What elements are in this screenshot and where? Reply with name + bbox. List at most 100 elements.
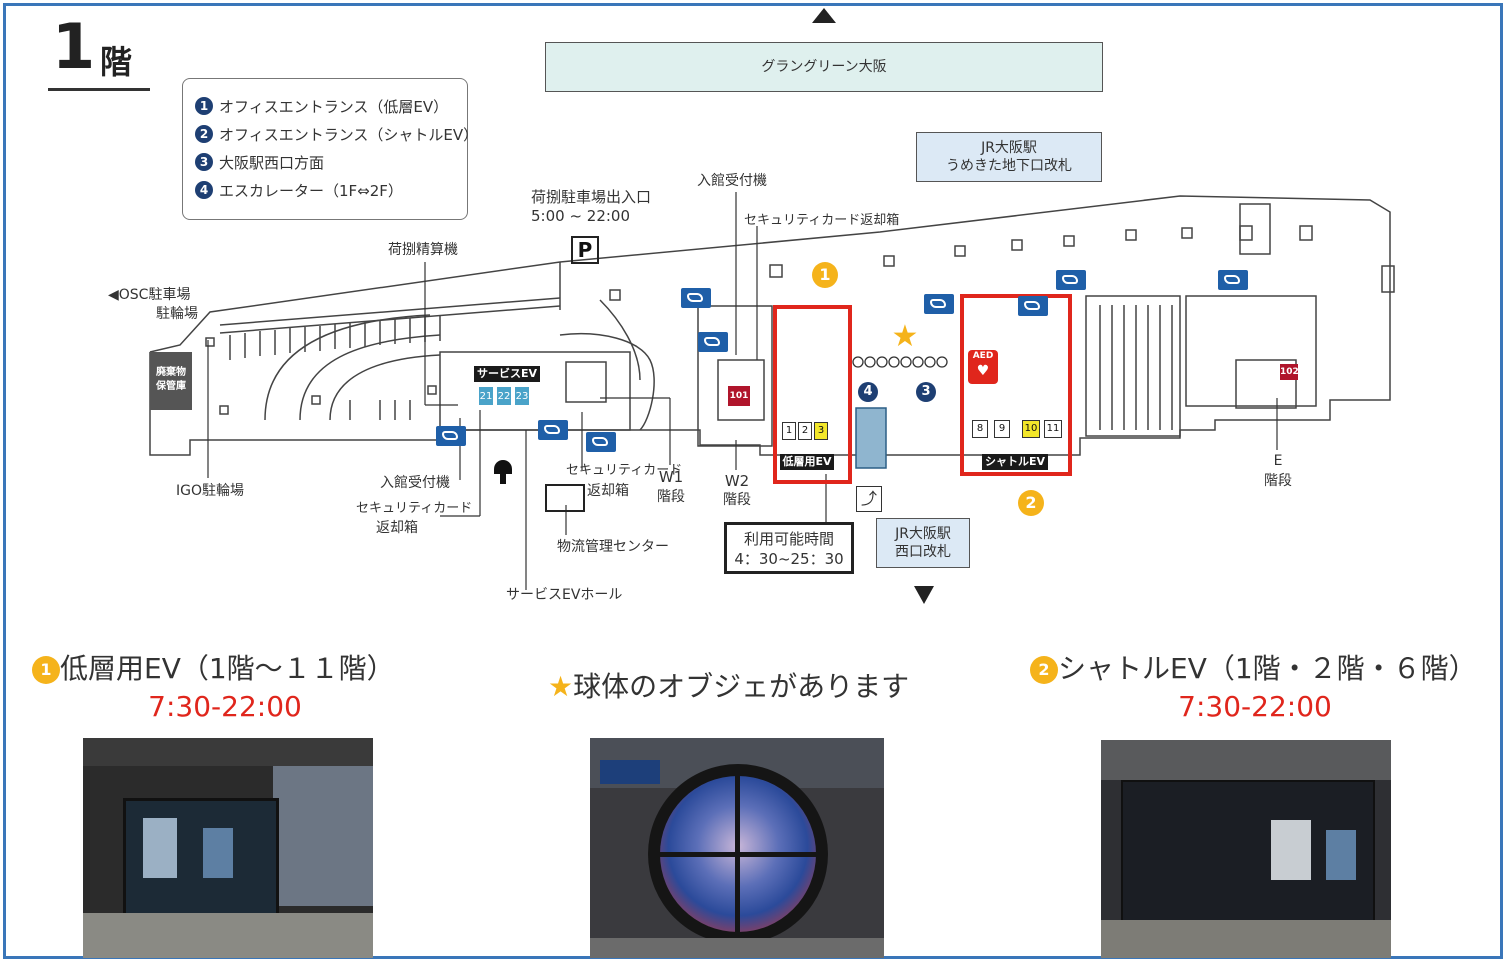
w1-label: W1 <box>658 468 684 486</box>
jr-west-gate-line1: JR大阪駅 <box>895 526 951 542</box>
legend-text-4: エスカレーター（1F⇔2F） <box>219 182 403 200</box>
waste-storage-line1: 廃棄物 <box>156 367 186 378</box>
section-low-ev-badge: 1 <box>32 656 60 684</box>
floor-unit: 階 <box>100 43 133 81</box>
legend-badge-3: 3 <box>195 153 213 171</box>
low-ev-3: 3 <box>814 422 828 440</box>
security-return-left-line1: セキュリティカード <box>356 501 473 516</box>
logistics-center-label: 物流管理センター <box>557 539 669 555</box>
waste-storage: 廃棄物 保管庫 <box>150 352 192 410</box>
legend-item-2: 2 オフィスエントランス（シャトルEV） <box>195 121 478 149</box>
section-orb-star-icon: ★ <box>548 670 574 703</box>
accessible-toilet-icon <box>436 426 466 446</box>
service-ev-22: 22 <box>496 386 512 406</box>
available-hours-box: 利用可能時間 4：30~25：30 <box>724 522 854 574</box>
section-low-ev-hours: 7:30-22:00 <box>148 690 302 723</box>
jr-underground-gate-line1: JR大阪駅 <box>981 140 1037 156</box>
w1-stairs-label: 階段 <box>657 489 685 505</box>
aed-icon: AED♥ <box>968 350 998 384</box>
jr-underground-gate-line2: うめきた地下口改札 <box>946 158 1072 174</box>
marker-4: 4 <box>858 382 878 402</box>
right-core-2 <box>1185 295 1317 407</box>
service-ev-21: 21 <box>478 386 494 406</box>
service-stair <box>565 361 607 403</box>
low-ev-bar: 低層用EV <box>780 454 834 470</box>
floor-plan: ★ <box>149 192 1395 604</box>
road-line-1 <box>219 297 561 326</box>
legend-text-1: オフィスエントランス（低層EV） <box>219 98 449 116</box>
ev-102: 102 <box>1280 364 1299 380</box>
low-ev-1: 1 <box>782 422 796 440</box>
accessible-toilet-icon <box>698 332 728 352</box>
accessible-toilet-icon <box>538 420 568 440</box>
shuttle-ev-highlight <box>960 294 1072 476</box>
legend-badge-1: 1 <box>195 97 213 115</box>
parking-entrance-title: 荷捌駐車場出入口 <box>531 188 652 206</box>
legend-badge-4: 4 <box>195 181 213 199</box>
road-curve-1 <box>299 334 441 421</box>
service-ev-23: 23 <box>514 386 530 406</box>
low-ev-highlight <box>773 305 852 484</box>
stair-lines <box>1099 305 1173 430</box>
section-shuttle-ev-hours: 7:30-22:00 <box>1178 690 1332 723</box>
entry-reception-top-label: 入館受付機 <box>697 173 767 189</box>
road-curve-2 <box>329 354 441 421</box>
shuttle-ev-9: 9 <box>994 420 1010 438</box>
road-curve-3 <box>264 314 431 421</box>
logistics-box <box>545 484 585 512</box>
road-curve-4 <box>559 332 655 431</box>
waste-storage-line2: 保管庫 <box>156 381 186 392</box>
low-ev-entrance-photo <box>83 738 373 958</box>
legend-text-2: オフィスエントランス（シャトルEV） <box>219 126 479 144</box>
accessible-toilet-icon <box>1018 296 1048 316</box>
legend-item-4: 4 エスカレーター（1F⇔2F） <box>195 177 467 205</box>
service-ev-hall-label: サービスEVホール <box>506 587 623 603</box>
available-hours-title: 利用可能時間 <box>743 530 834 548</box>
building-outline <box>149 195 1391 456</box>
section-orb-title: ★球体のオブジェがあります <box>548 670 909 704</box>
shuttle-ev-bar: シャトルEV <box>982 454 1048 470</box>
marker-2: 2 <box>1018 490 1044 516</box>
shuttle-ev-11: 11 <box>1044 420 1062 438</box>
service-core <box>439 351 631 431</box>
right-core-1 <box>1085 295 1181 437</box>
available-hours-value: 4：30~25：30 <box>734 550 844 568</box>
marker-1: 1 <box>812 262 838 288</box>
service-ev-bar: サービスEV <box>474 366 540 382</box>
legend-badge-2: 2 <box>195 125 213 143</box>
accessible-toilet-icon <box>924 294 954 314</box>
section-shuttle-ev-title-text: シャトルEV（1階・２階・６階） <box>1058 652 1477 685</box>
road-line-2 <box>219 305 561 334</box>
accessible-toilet-icon <box>681 288 711 308</box>
w2-stairs-label: 階段 <box>723 492 751 508</box>
ev101-core <box>717 359 765 421</box>
section-orb-title-text: 球体のオブジェがあります <box>573 670 910 703</box>
ev-101: 101 <box>728 386 750 406</box>
shuttle-ev-entrance-photo <box>1101 740 1391 958</box>
jr-west-gate-box: JR大阪駅 西口改札 <box>876 518 970 568</box>
security-return-left-line2: 返却箱 <box>376 520 418 536</box>
mailbox-icon <box>492 458 514 484</box>
escalator-icon: ⤴ <box>856 486 882 512</box>
accessible-toilet-icon <box>1218 270 1248 290</box>
security-return-mid-line1: セキュリティカード <box>566 463 683 478</box>
orb-star-icon: ★ <box>892 319 919 354</box>
unloading-payment-label: 荷捌精算機 <box>388 242 458 258</box>
north-arrow-icon <box>812 8 836 23</box>
south-arrow-icon <box>914 586 934 604</box>
accessible-toilet-icon <box>1056 270 1086 290</box>
section-shuttle-ev-badge: 2 <box>1030 656 1058 684</box>
parking-icon: P <box>571 236 599 264</box>
orb-object-photo <box>590 738 884 958</box>
osc-bike-label: 駐輪場 <box>156 306 198 322</box>
low-ev-2: 2 <box>798 422 812 440</box>
security-return-top-label: セキュリティカード返却箱 <box>744 213 900 228</box>
igo-bike-label: IGO駐輪場 <box>176 483 244 499</box>
parking-stalls-2 <box>349 400 411 420</box>
e-label: E <box>1273 453 1283 469</box>
parking-entrance-hours: 5:00 ~ 22:00 <box>531 207 631 225</box>
